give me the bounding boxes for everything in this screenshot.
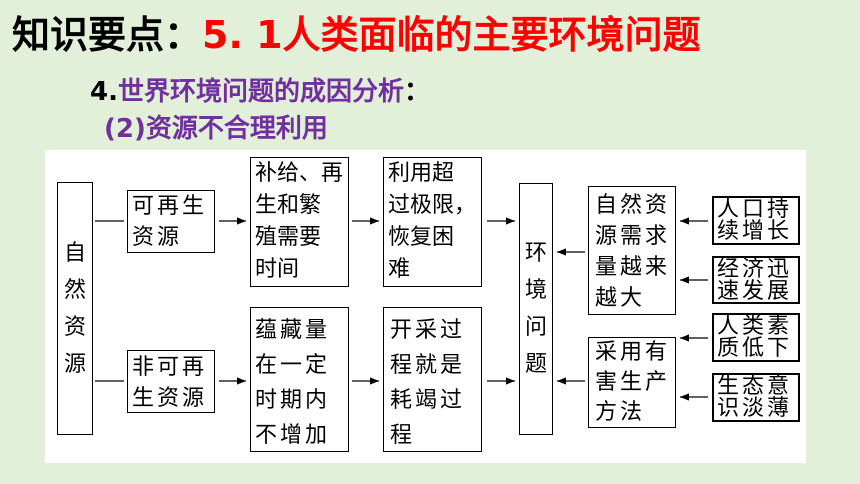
harmful-production-box: 采用有 害生产 方法 [588, 337, 676, 428]
natural-resources-char: 资 [63, 314, 86, 340]
renewable-cause-line: 时间 [255, 257, 300, 282]
non-renewable-cause-line: 蕴藏量 [255, 318, 331, 343]
resource-demand-line: 越大 [595, 286, 646, 311]
renewable-cause-line: 生和繁 [255, 193, 322, 218]
harmful-production-line: 方法 [595, 400, 646, 425]
renewable-cause-line: 殖需要 [255, 225, 322, 250]
non-renewable-cause-box: 蕴藏量 在一定 时期内 不增加 [250, 307, 349, 452]
resource-demand-line: 源需求 [595, 224, 671, 249]
non-renewable-cause-line: 不增加 [255, 423, 331, 448]
low-human-quality-box: 人类素 质低下 [712, 313, 800, 362]
section-number: 4. [90, 77, 118, 107]
non-renewable-line: 非可再 [132, 355, 208, 380]
population-growth-line: 人口持 [717, 197, 793, 222]
economic-growth-line: 速发展 [717, 279, 793, 304]
section-heading-text: 世界环境问题的成因分析 [117, 77, 404, 107]
low-human-quality-line: 人类素 [717, 314, 793, 339]
environment-problems-char: 问 [524, 315, 547, 340]
natural-resources-char: 源 [63, 351, 86, 377]
resource-demand-box: 自然资 源需求 量越来 越大 [588, 186, 676, 315]
resource-demand-line: 量越来 [595, 255, 671, 280]
environment-problems-char: 环 [524, 241, 547, 266]
weak-eco-awareness-line: 生态意 [717, 374, 793, 399]
resource-demand-line: 自然资 [595, 193, 671, 218]
title-topic: 5. 1人类面临的主要环境问题 [202, 13, 701, 57]
section-subheading: (2)资源不合理利用 [104, 114, 328, 144]
natural-resources-box: 自 然 资 源 [57, 182, 93, 435]
renewable-resources-box: 可再生 资源 [127, 190, 215, 253]
renewable-cause-box: 补给、再 生和繁 殖需要 时间 [250, 157, 349, 287]
low-human-quality-line: 质低下 [717, 336, 793, 361]
section-heading-colon: ： [403, 77, 430, 107]
renewable-line: 可再生 [132, 194, 208, 219]
non-renewable-line: 生资源 [132, 386, 208, 411]
natural-resources-char: 然 [63, 277, 86, 303]
non-renewable-result-line: 程 [390, 423, 416, 448]
title-label: 知识要点： [12, 13, 203, 57]
non-renewable-cause-line: 时期内 [255, 388, 331, 413]
renewable-line: 资源 [132, 225, 183, 250]
population-growth-line: 续增长 [717, 219, 793, 244]
renewable-result-line: 利用超 [388, 161, 455, 186]
natural-resources-char: 自 [63, 240, 86, 266]
non-renewable-result-box: 开采过 程就是 耗竭过 程 [383, 307, 482, 452]
environment-problems-char: 境 [524, 278, 547, 303]
economic-growth-line: 经济迅 [717, 257, 793, 282]
page-title: 知识要点：5. 1人类面临的主要环境问题 [12, 10, 701, 60]
harmful-production-line: 害生产 [595, 370, 671, 395]
environment-problems-char: 题 [524, 352, 547, 377]
non-renewable-resources-box: 非可再 生资源 [127, 350, 215, 413]
non-renewable-cause-line: 在一定 [255, 353, 331, 378]
non-renewable-result-line: 耗竭过 [390, 388, 466, 413]
economic-growth-box: 经济迅 速发展 [712, 256, 800, 304]
renewable-result-line: 恢复困 [388, 225, 455, 250]
section-heading: 4.世界环境问题的成因分析： [90, 76, 430, 108]
renewable-cause-line: 补给、再 [255, 161, 344, 186]
renewable-result-box: 利用超 过极限， 恢复困 难 [383, 157, 482, 287]
population-growth-box: 人口持 续增长 [712, 196, 800, 245]
harmful-production-line: 采用有 [595, 340, 671, 365]
weak-eco-awareness-box: 生态意 识淡薄 [712, 373, 800, 422]
non-renewable-result-line: 开采过 [390, 318, 466, 343]
non-renewable-result-line: 程就是 [390, 353, 466, 378]
weak-eco-awareness-line: 识淡薄 [717, 396, 793, 421]
environment-problems-box: 环 境 问 题 [519, 183, 553, 435]
renewable-result-line: 难 [388, 257, 411, 282]
renewable-result-line: 过极限， [388, 193, 477, 218]
